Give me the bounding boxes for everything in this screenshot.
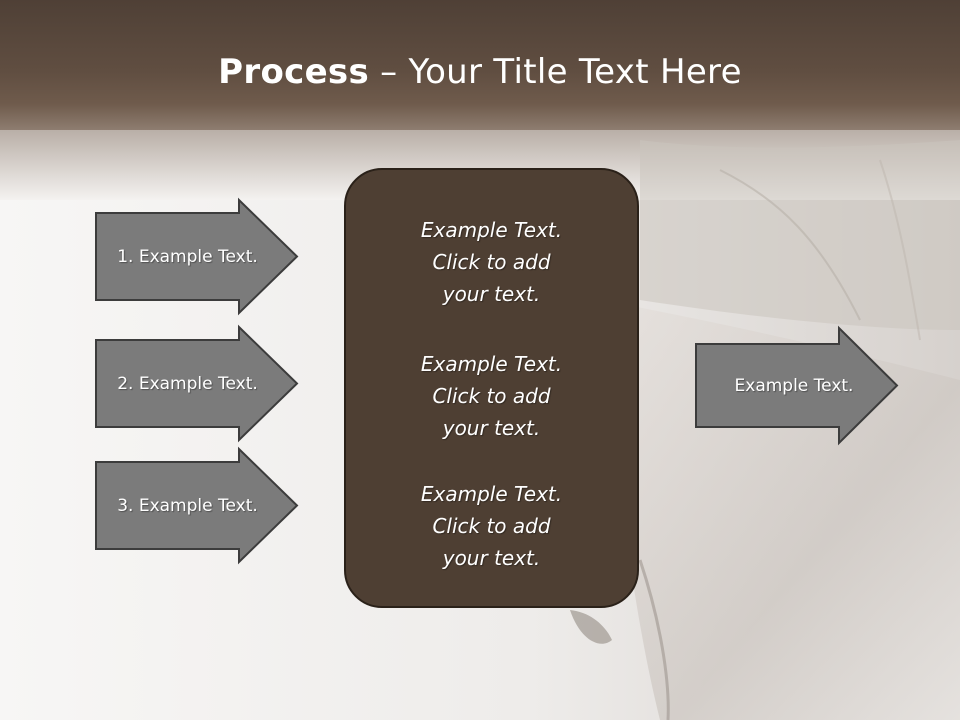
slide-title[interactable]: Process – Your Title Text Here — [0, 52, 960, 92]
panel-line: Click to add — [432, 384, 551, 408]
output-arrow-label: Example Text. — [734, 375, 854, 396]
output-arrow[interactable]: Example Text. — [695, 325, 899, 446]
title-rest: – Your Title Text Here — [369, 52, 742, 92]
panel-line: your text. — [442, 416, 541, 440]
panel-text-block-3: Example Text. Click to add your text. — [346, 478, 637, 574]
input-arrow-label: 2. Example Text. — [117, 373, 258, 394]
input-arrow-label: 1. Example Text. — [117, 246, 258, 267]
input-arrow-1[interactable]: 1. Example Text. — [95, 197, 299, 316]
input-arrow-label: 3. Example Text. — [117, 495, 258, 516]
panel-line: Example Text. — [420, 482, 563, 506]
input-arrow-2[interactable]: 2. Example Text. — [95, 324, 299, 443]
process-panel[interactable]: Example Text. Click to add your text. Ex… — [344, 168, 639, 608]
panel-line: Click to add — [432, 250, 551, 274]
panel-line: your text. — [442, 546, 541, 570]
panel-line: Click to add — [432, 514, 551, 538]
arrow-shape — [95, 197, 299, 316]
panel-text-block-2: Example Text. Click to add your text. — [346, 348, 637, 444]
panel-line: your text. — [442, 282, 541, 306]
arrow-shape — [95, 446, 299, 565]
car-window-shape — [640, 140, 960, 330]
panel-line: Example Text. — [420, 352, 563, 376]
input-arrow-3[interactable]: 3. Example Text. — [95, 446, 299, 565]
title-bold: Process — [218, 52, 370, 92]
arrow-shape — [695, 325, 899, 446]
car-door-handle-shape — [570, 610, 612, 644]
panel-line: Example Text. — [420, 218, 563, 242]
arrow-shape — [95, 324, 299, 443]
panel-text-block-1: Example Text. Click to add your text. — [346, 214, 637, 310]
